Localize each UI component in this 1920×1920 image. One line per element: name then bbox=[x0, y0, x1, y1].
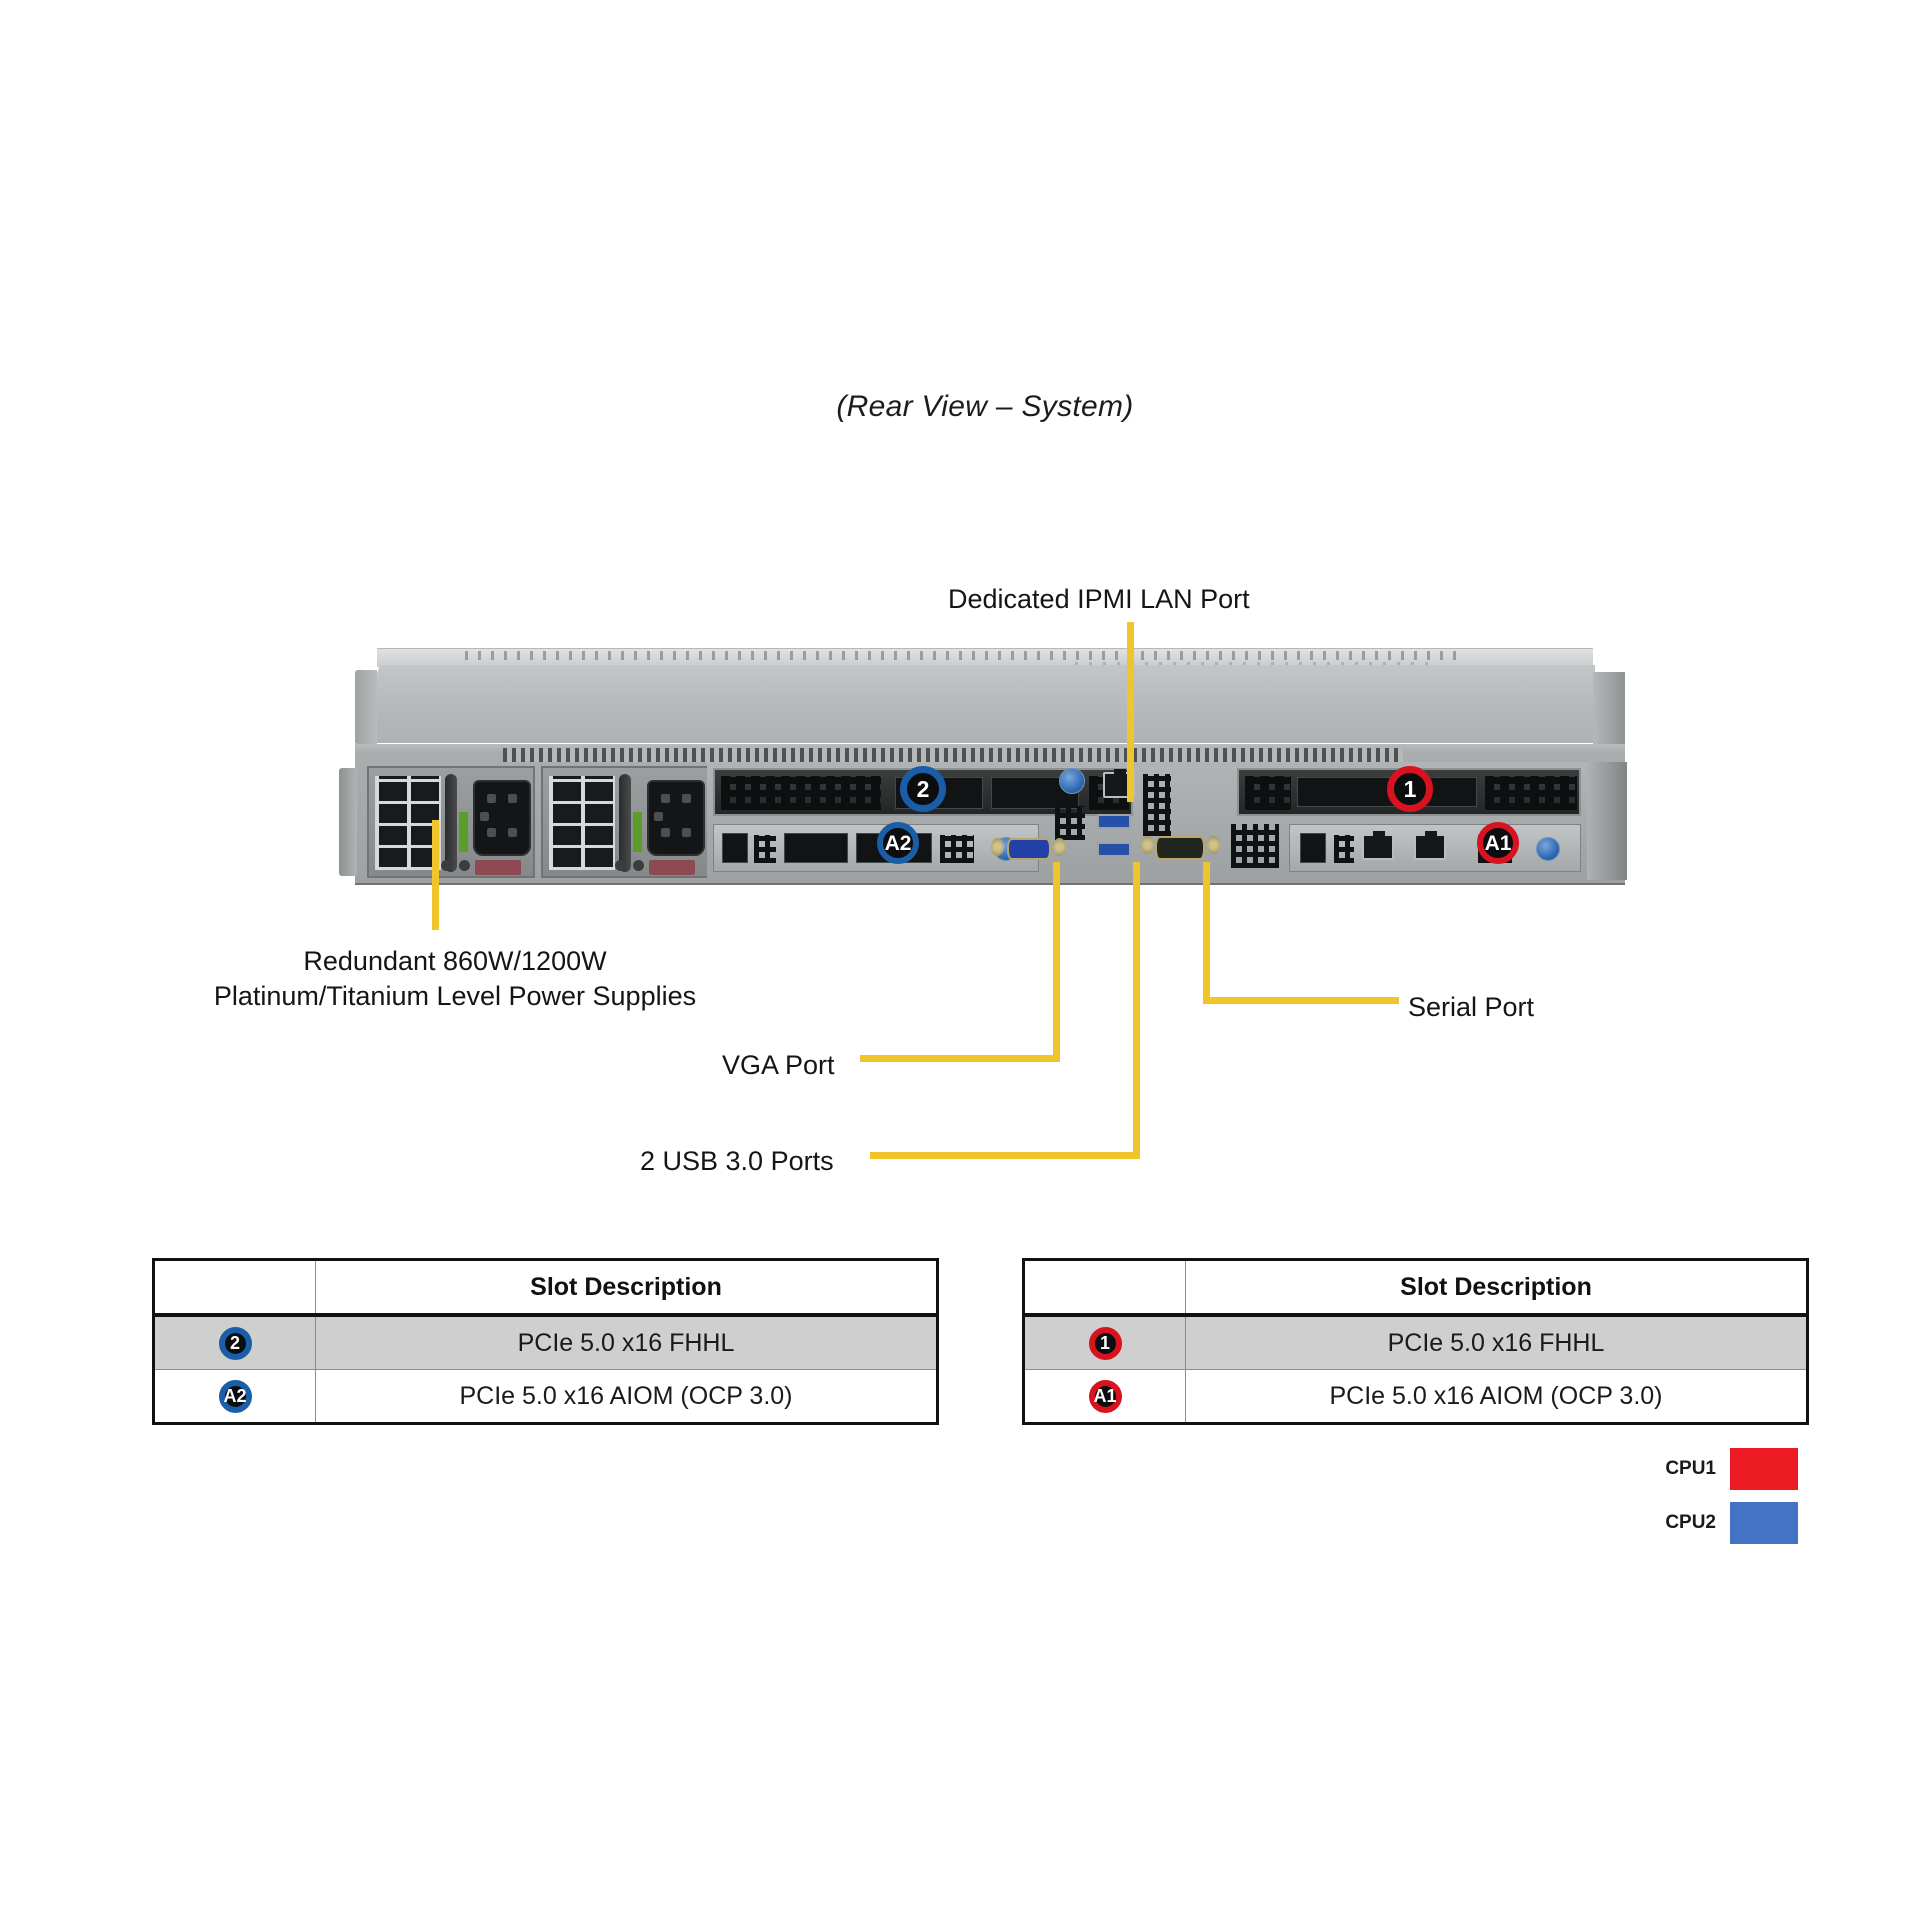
cpu2-slot-table: Slot Description 2 PCIe 5.0 x16 FHHL A2 … bbox=[152, 1258, 939, 1425]
slot-badge-cell: A1 bbox=[1022, 1369, 1186, 1425]
psu-2-handle bbox=[619, 774, 631, 872]
leader-line-usb-horizontal bbox=[870, 1152, 1140, 1159]
header-slot-description: Slot Description bbox=[315, 1258, 939, 1317]
psu-1-status-led bbox=[441, 860, 452, 871]
table-row: 1 PCIe 5.0 x16 FHHL bbox=[1022, 1314, 1809, 1370]
leader-line-vga-vertical bbox=[1053, 862, 1060, 1062]
leader-line-usb-vertical bbox=[1133, 862, 1140, 1159]
serial-port-db9 bbox=[1155, 836, 1205, 860]
psu-2-pull-tab bbox=[649, 860, 695, 875]
vga-port bbox=[1007, 838, 1051, 860]
table-badge-slot-1: 1 bbox=[1088, 1326, 1122, 1360]
photo-badge-slot-a1: A1 bbox=[1477, 822, 1519, 864]
aiom-a1-thumbscrew bbox=[1536, 837, 1560, 861]
callout-label-ipmi-lan: Dedicated IPMI LAN Port bbox=[948, 584, 1250, 614]
leader-line-vga-horizontal bbox=[860, 1055, 1060, 1062]
motherboard-io-region bbox=[707, 762, 1587, 880]
usb-3-port-upper bbox=[1097, 814, 1131, 829]
callout-psu-line-1: Redundant 860W/1200W bbox=[303, 946, 607, 976]
power-supply-module-1 bbox=[367, 766, 535, 878]
psu-1-release-latch bbox=[459, 812, 468, 852]
table-badge-slot-a2: A2 bbox=[218, 1379, 252, 1413]
table-badge-slot-2: 2 bbox=[218, 1326, 252, 1360]
chassis-left-ear bbox=[339, 768, 357, 876]
aiom-card-a1 bbox=[1289, 824, 1581, 872]
callout-label-usb-ports: 2 USB 3.0 Ports bbox=[640, 1146, 834, 1176]
slot-description-cell: PCIe 5.0 x16 FHHL bbox=[1185, 1314, 1809, 1370]
psu-2-ac-inlet bbox=[647, 780, 705, 856]
photo-badge-slot-1: 1 bbox=[1387, 766, 1433, 812]
leader-line-ipmi bbox=[1127, 622, 1134, 802]
leader-line-serial-vertical bbox=[1203, 862, 1210, 1004]
slot-description-cell: PCIe 5.0 x16 FHHL bbox=[315, 1314, 939, 1370]
psu-2-release-latch bbox=[633, 812, 642, 852]
usb-3-port-lower bbox=[1097, 842, 1131, 857]
chassis-lid-front-face bbox=[355, 665, 1595, 743]
legend-item-cpu1: CPU1 bbox=[1640, 1448, 1798, 1490]
page-title: (Rear View – System) bbox=[836, 390, 1134, 423]
psu-1-pull-tab bbox=[475, 860, 521, 875]
leader-line-serial-horizontal bbox=[1203, 997, 1399, 1004]
header-slot-description: Slot Description bbox=[1185, 1258, 1809, 1317]
psu-1-status-led-2 bbox=[459, 860, 470, 871]
psu-2-status-led bbox=[615, 860, 626, 871]
legend-swatch-cpu1 bbox=[1730, 1448, 1798, 1490]
header-blank-cell bbox=[1022, 1258, 1186, 1317]
table-row: A1 PCIe 5.0 x16 AIOM (OCP 3.0) bbox=[1022, 1369, 1809, 1425]
cpu1-slot-table: Slot Description 1 PCIe 5.0 x16 FHHL A1 … bbox=[1022, 1258, 1809, 1425]
table-badge-slot-a1: A1 bbox=[1088, 1379, 1122, 1413]
legend-label-cpu2: CPU2 bbox=[1665, 1512, 1716, 1533]
chassis-exhaust-grille bbox=[503, 748, 1403, 762]
slot-badge-cell: A2 bbox=[152, 1369, 316, 1425]
psu-2-fan-grille bbox=[549, 776, 615, 870]
chassis-top-cover bbox=[355, 648, 1625, 748]
psu-2-status-led-2 bbox=[633, 860, 644, 871]
cpu-color-legend: CPU1 CPU2 bbox=[1640, 1448, 1798, 1556]
chassis-lid-left-lip bbox=[355, 670, 377, 744]
chassis-thumbscrew-center bbox=[1059, 768, 1085, 794]
callout-psu-line-2: Platinum/Titanium Level Power Supplies bbox=[213, 980, 697, 1011]
chassis-right-ear bbox=[1587, 762, 1627, 880]
aiom-a1-lan-port-2 bbox=[1414, 831, 1446, 860]
slot-badge-cell: 2 bbox=[152, 1314, 316, 1370]
photo-badge-slot-2: 2 bbox=[900, 766, 946, 812]
psu-1-handle bbox=[445, 774, 457, 872]
legend-swatch-cpu2 bbox=[1730, 1502, 1798, 1544]
legend-item-cpu2: CPU2 bbox=[1640, 1502, 1798, 1544]
table-header-row: Slot Description bbox=[152, 1258, 939, 1317]
table-header-row: Slot Description bbox=[1022, 1258, 1809, 1317]
photo-badge-slot-a2: A2 bbox=[877, 822, 919, 864]
slot-description-cell: PCIe 5.0 x16 AIOM (OCP 3.0) bbox=[1185, 1369, 1809, 1425]
chassis-lid-vent-row-1 bbox=[465, 651, 1465, 660]
table-row: A2 PCIe 5.0 x16 AIOM (OCP 3.0) bbox=[152, 1369, 939, 1425]
power-supply-module-2 bbox=[541, 766, 709, 878]
chassis-rear-io-panel: 2 A2 1 A1 bbox=[339, 744, 1627, 885]
psu-1-fan-grille bbox=[375, 776, 441, 870]
psu-1-ac-inlet bbox=[473, 780, 531, 856]
header-blank-cell bbox=[152, 1258, 316, 1317]
legend-label-cpu1: CPU1 bbox=[1665, 1458, 1716, 1479]
aiom-a1-lan-port-1 bbox=[1362, 831, 1394, 860]
callout-label-serial-port: Serial Port bbox=[1408, 992, 1535, 1022]
leader-line-psu-vertical bbox=[432, 820, 439, 930]
callout-label-vga-port: VGA Port bbox=[722, 1050, 835, 1080]
server-rear-view-image: 2 A2 1 A1 bbox=[339, 648, 1627, 885]
chassis-lid-right-edge bbox=[1593, 672, 1625, 744]
table-row: 2 PCIe 5.0 x16 FHHL bbox=[152, 1314, 939, 1370]
callout-label-power-supplies: Redundant 860W/1200W Platinum/Titanium L… bbox=[155, 944, 755, 1013]
slot-badge-cell: 1 bbox=[1022, 1314, 1186, 1370]
slot-description-cell: PCIe 5.0 x16 AIOM (OCP 3.0) bbox=[315, 1369, 939, 1425]
